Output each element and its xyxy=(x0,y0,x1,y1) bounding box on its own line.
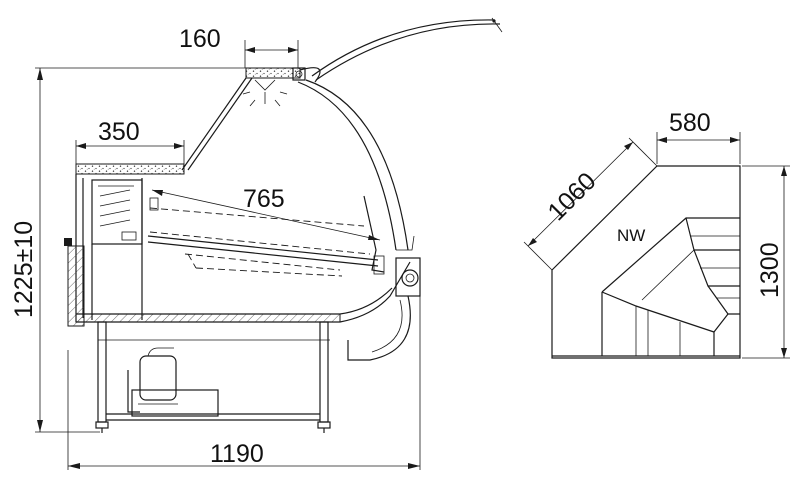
dim-shelf-label: 350 xyxy=(98,118,140,146)
dim-width-label: 1190 xyxy=(210,440,264,468)
dim-display-depth-label: 765 xyxy=(243,185,285,213)
open-glass xyxy=(311,17,503,81)
dim-corner-depth-label: 1300 xyxy=(756,242,784,298)
display-shelves xyxy=(147,195,385,277)
overhang-dimension-line xyxy=(244,40,299,68)
corner-view: 580 1060 1300 NW xyxy=(523,109,790,359)
dim-corner-side-label: 580 xyxy=(669,109,711,137)
rear-shelf xyxy=(75,163,185,175)
corner-diagonal-dimension-line xyxy=(523,137,658,271)
corner-side-dimension-line xyxy=(656,132,741,164)
cabinet-body xyxy=(64,174,411,327)
front-unit xyxy=(347,257,421,361)
display-depth-line xyxy=(151,189,381,241)
side-view: 160 350 765 1225±10 1190 xyxy=(10,17,503,470)
compressor xyxy=(127,347,219,417)
dim-overhang-label: 160 xyxy=(179,25,221,53)
base-frame xyxy=(95,321,331,433)
dim-corner-diagonal-label: 1060 xyxy=(542,167,601,226)
dim-height-label: 1225±10 xyxy=(10,221,38,318)
front-glass xyxy=(181,77,415,251)
corner-type-label: NW xyxy=(617,226,645,245)
height-dimension-line xyxy=(35,67,250,433)
corner-depth-dimension-line xyxy=(742,165,790,359)
width-dimension-line xyxy=(67,270,421,470)
canopy xyxy=(242,67,321,107)
